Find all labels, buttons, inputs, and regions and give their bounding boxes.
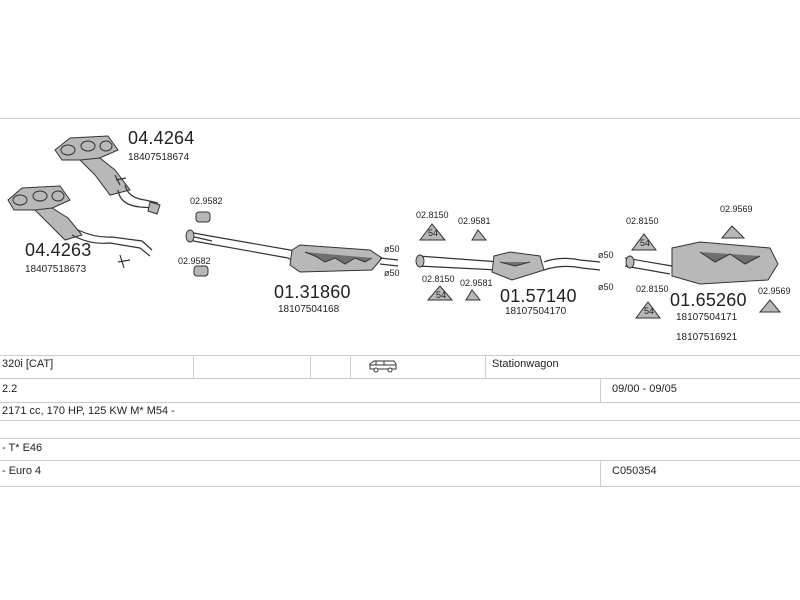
oem-rear-silencer-2: 18107516921 (676, 332, 738, 343)
table-line-1 (0, 355, 800, 356)
table-col-1 (193, 355, 194, 378)
table-col-4 (485, 355, 486, 378)
hanger-code-3: 02.8150 (422, 274, 455, 284)
table-col-2 (310, 355, 311, 378)
table-col-3 (350, 355, 351, 378)
diameter-label-4: ø50 (598, 282, 614, 292)
diameter-label-1: ø50 (384, 244, 400, 254)
part-code-manifold-top: 04.4264 (128, 128, 195, 148)
clamp-code-2: 02.9582 (178, 256, 211, 266)
diameter-label-3: ø50 (598, 250, 614, 260)
exhaust-drawing (7, 135, 782, 319)
diameter-label-2: ø50 (384, 268, 400, 278)
hanger-code-4: 02.9581 (460, 278, 493, 288)
hanger-code-6: 02.9569 (720, 204, 753, 214)
part-code-rear-silencer: 01.65260 (670, 290, 747, 310)
hanger-code-8: 02.9569 (758, 286, 791, 296)
oem-manifold-top: 18407518674 (128, 152, 190, 163)
oem-front-pipe: 18107504168 (278, 304, 340, 315)
catalog-number-cell: C050354 (612, 465, 657, 477)
manifold-top-drawing (54, 135, 161, 215)
hanger-code-5: 02.8150 (626, 216, 659, 226)
table-line-4 (0, 420, 800, 421)
oem-rear-silencer-1: 18107504171 (676, 312, 738, 323)
body-type-cell: Stationwagon (492, 358, 559, 370)
manifold-bottom-drawing (7, 185, 153, 269)
type-cell: - T* E46 (2, 442, 43, 454)
table-line-2 (0, 378, 800, 379)
emission-cell: - Euro 4 (2, 465, 42, 477)
part-code-front-pipe: 01.31860 (274, 282, 351, 302)
stationwagon-car-icon (368, 359, 398, 378)
front-pipe-drawing (185, 211, 399, 277)
oem-manifold-bottom: 18407518673 (25, 264, 87, 275)
hanger-badge-4: 54 (644, 306, 655, 316)
table-line-6 (0, 460, 800, 461)
middle-silencer-drawing (415, 251, 601, 281)
table-line-3 (0, 402, 800, 403)
hanger-code-7: 02.8150 (636, 284, 669, 294)
table-line-7 (0, 486, 800, 487)
vehicle-spec-table: 320i [CAT] Stationwagon 2.2 09/00 - 09/0… (0, 350, 800, 490)
diagram-top-border (0, 118, 800, 119)
hanger-code-1: 02.8150 (416, 210, 449, 220)
hanger-badge-3: 54 (640, 238, 651, 248)
hanger-badge-2: 54 (436, 290, 447, 300)
hanger-code-2: 02.9581 (458, 216, 491, 226)
exhaust-diagram: 54 54 54 54 04.4264 18407518674 04.4263 … (0, 118, 800, 343)
part-code-middle-silencer: 01.57140 (500, 286, 577, 306)
model-cell: 320i [CAT] (2, 358, 54, 370)
table-line-5 (0, 438, 800, 439)
hanger-drawings (419, 223, 782, 319)
part-code-manifold-bottom: 04.4263 (25, 240, 92, 260)
engine-cell: 2.2 (2, 383, 18, 395)
table-col-5 (600, 378, 601, 402)
hanger-badge-1: 54 (428, 228, 439, 238)
table-col-6 (600, 460, 601, 486)
rear-silencer-drawing (624, 241, 779, 285)
clamp-code-1: 02.9582 (190, 196, 223, 206)
spec-cell: 2171 cc, 170 HP, 125 KW M* M54 - (2, 405, 175, 417)
years-cell: 09/00 - 09/05 (612, 383, 677, 395)
oem-middle-silencer: 18107504170 (505, 306, 567, 317)
